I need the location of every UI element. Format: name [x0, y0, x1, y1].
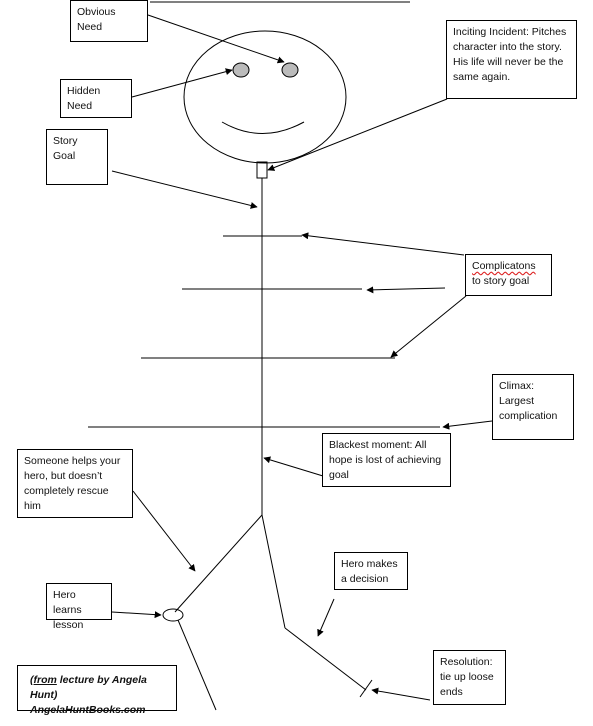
- arrow-hero-learns: [111, 611, 162, 619]
- credit-from: (from: [30, 674, 57, 686]
- credit-line1: lecture by Angela: [56, 674, 147, 686]
- resolution-label: Resolution: tie up loose ends: [440, 656, 494, 698]
- blackest-moment-box: Blackest moment: All hope is lost of ach…: [322, 433, 451, 487]
- arrow-complication-1: [301, 232, 465, 256]
- hidden-need-label: Hidden Need: [67, 85, 101, 112]
- arrow-someone-helps: [132, 490, 196, 572]
- hero-decision-label: Hero makes a decision: [341, 558, 398, 585]
- credit-box: (from lecture by Angela Hunt) AngelaHunt…: [17, 665, 177, 716]
- left-knee: [162, 608, 184, 622]
- stick-figure-head: [183, 30, 347, 164]
- climax-box: Climax: Largest complication: [492, 374, 574, 440]
- arrow-story-goal: [111, 170, 258, 209]
- hero-learns-label: Hero learns lesson: [53, 589, 84, 631]
- complications-label: to story goal: [472, 275, 530, 287]
- arrow-complication-2: [366, 286, 446, 294]
- arrow-hidden-need: [131, 68, 233, 98]
- arrow-complication-3: [390, 295, 467, 358]
- hero-decision-box: Hero makes a decision: [334, 552, 408, 590]
- someone-helps-label: Someone helps your hero, but doesn’t com…: [24, 455, 121, 512]
- arrow-hero-decision: [317, 598, 335, 637]
- right-leg-upper: [261, 514, 286, 629]
- neck: [256, 161, 268, 179]
- inciting-incident-box: Inciting Incident: Pitches character int…: [446, 20, 577, 99]
- hero-learns-box: Hero learns lesson: [46, 583, 112, 631]
- credit-line2: Hunt) AngelaHuntBooks.com: [30, 689, 146, 716]
- obvious-need-box: Obvious Need: [70, 0, 148, 42]
- hidden-need-box: Hidden Need: [60, 79, 132, 118]
- obvious-need-label: Obvious Need: [77, 6, 116, 33]
- right-leg-lower: [284, 627, 367, 691]
- story-goal-box: Story Goal: [46, 129, 108, 185]
- story-goal-label: Story Goal: [53, 135, 78, 162]
- arrow-resolution: [371, 687, 431, 701]
- inciting-incident-label: Inciting Incident: Pitches character int…: [453, 26, 567, 83]
- arrow-obvious-need: [147, 14, 285, 64]
- left-leg-lower: [177, 619, 217, 711]
- complications-word: Complicatons: [472, 260, 536, 272]
- smile: [221, 121, 305, 134]
- complications-box: Complicatons to story goal: [465, 254, 552, 296]
- arrow-blackest-moment: [263, 456, 324, 477]
- arrow-inciting-incident: [267, 98, 448, 171]
- blackest-moment-label: Blackest moment: All hope is lost of ach…: [329, 439, 442, 481]
- right-eye: [281, 62, 299, 78]
- someone-helps-box: Someone helps your hero, but doesn’t com…: [17, 449, 133, 518]
- resolution-box: Resolution: tie up loose ends: [433, 650, 506, 705]
- climax-label: Climax: Largest complication: [499, 380, 558, 422]
- arrow-climax: [442, 420, 493, 430]
- left-leg-upper: [174, 514, 263, 613]
- right-foot: [359, 679, 373, 698]
- left-eye: [232, 62, 250, 78]
